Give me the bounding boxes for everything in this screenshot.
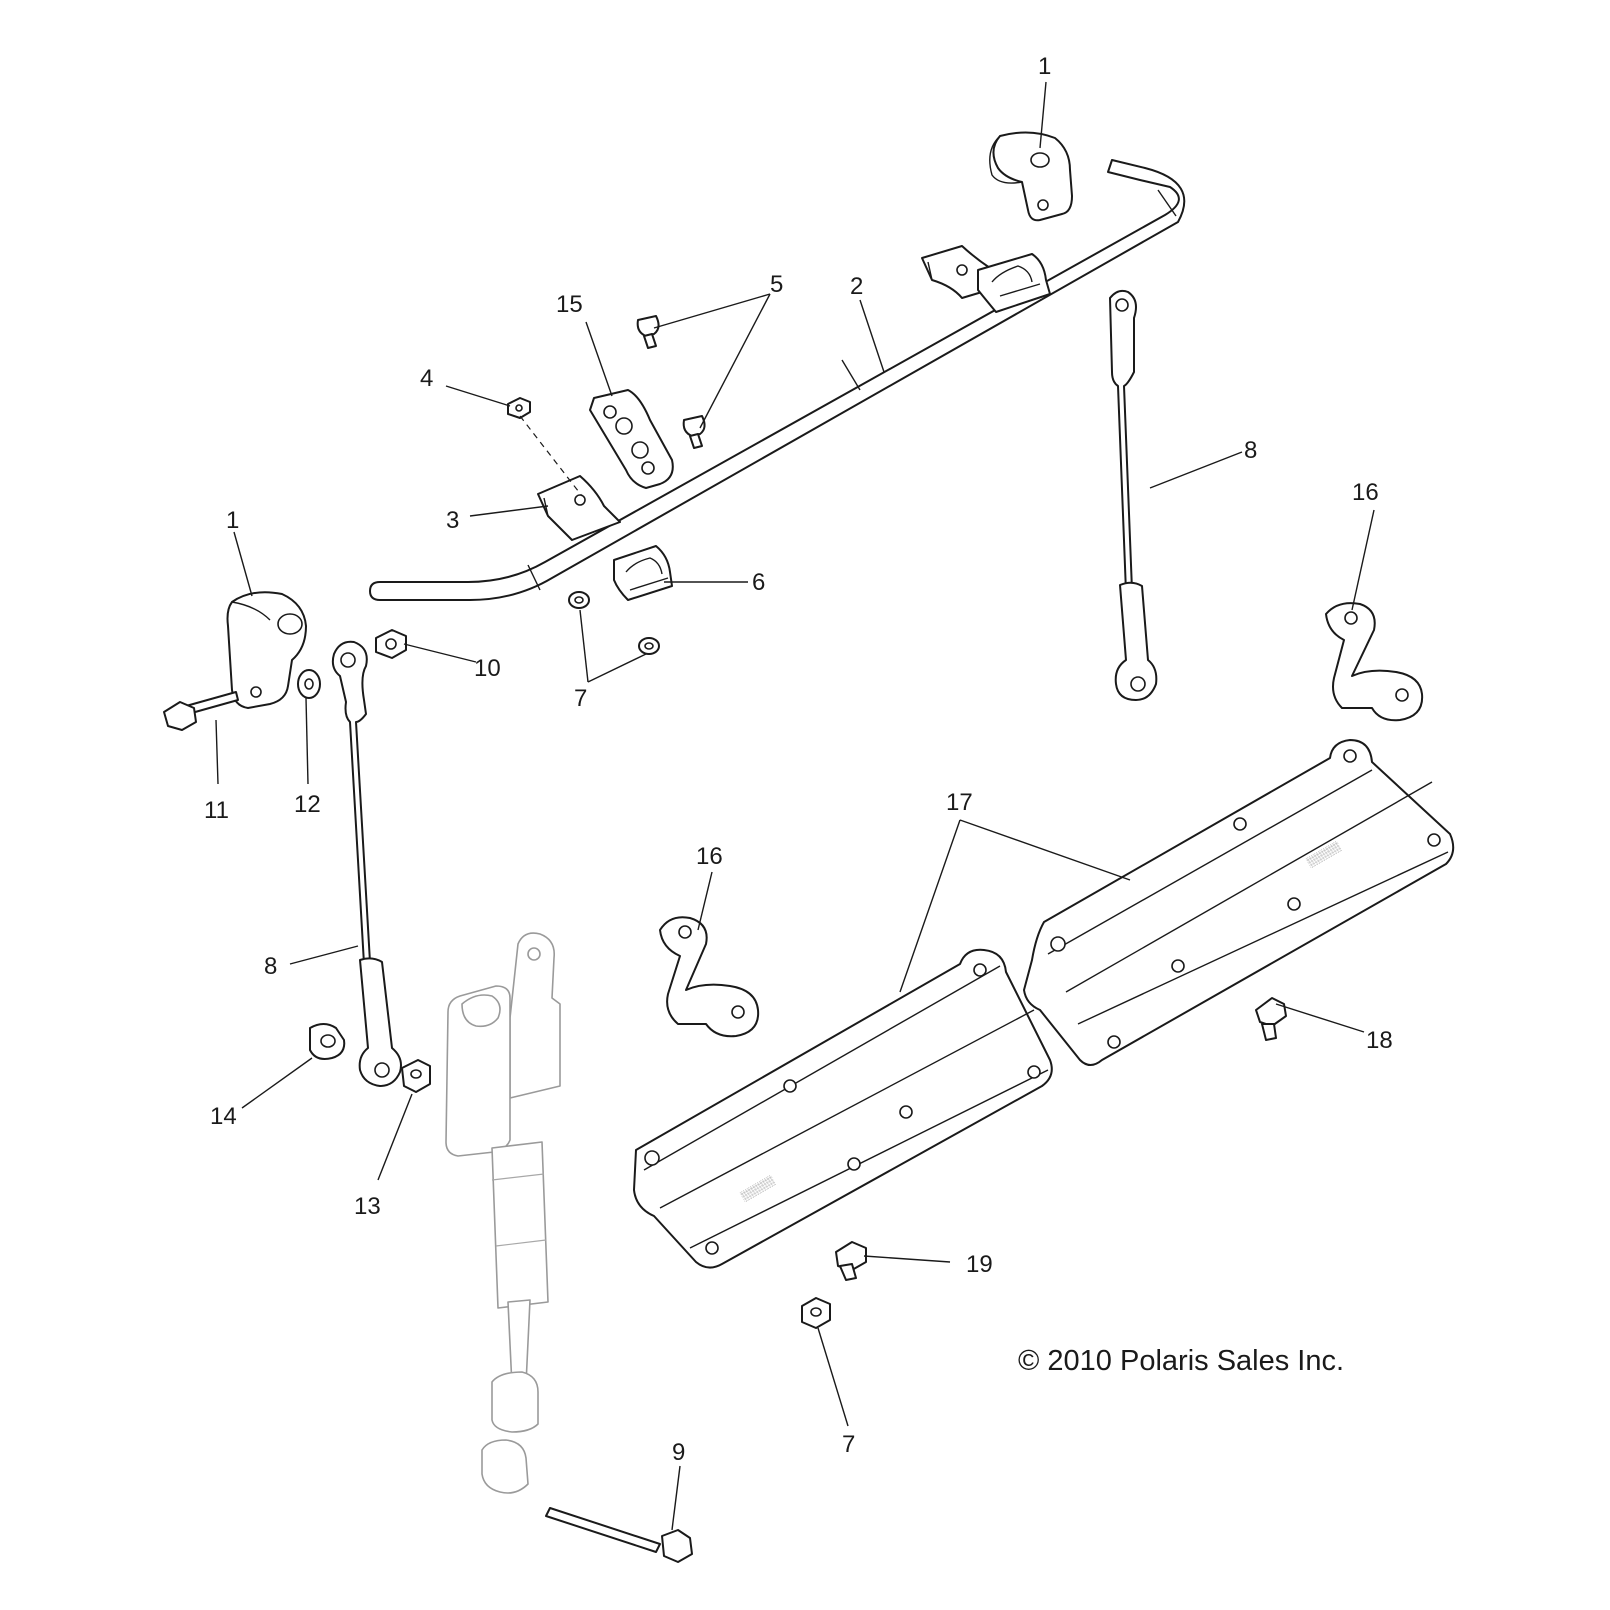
screw-19 [835,1241,867,1281]
callouts: 1 2 5 15 4 3 1 6 10 7 8 16 11 12 17 16 8… [204,53,1393,1466]
callout-14: 14 [210,1103,237,1130]
clamp-15 [589,389,674,489]
bracket-16-right [1325,602,1424,722]
spacer-13 [401,1059,431,1093]
leader-lines [215,81,1375,1531]
callout-12: 12 [294,791,321,818]
callout-13: 13 [354,1193,381,1220]
bolt-9 [545,1507,693,1563]
nut-4 [507,397,531,419]
washer-7a [568,591,590,609]
washer-12 [297,669,321,699]
clamp-right [977,253,1051,313]
callout-10: 10 [474,655,501,682]
callout-1-left: 1 [226,507,239,534]
screw-5a [636,315,660,349]
rail-17-upper: ░░░░░░ [1023,739,1455,1066]
bushing-left [226,591,307,709]
stabilizer-bar [369,159,1186,601]
nut-7-lower [801,1297,831,1329]
bracket-16-mid [659,916,760,1038]
screw-5b [682,415,706,449]
nut-14 [309,1023,346,1060]
callout-6: 6 [752,569,765,596]
link-rod-right [1109,289,1158,701]
bushing-top [989,131,1073,222]
callout-15: 15 [556,291,583,318]
callout-16-right: 16 [1352,479,1379,506]
callout-17: 17 [946,789,973,816]
callout-3: 3 [446,507,459,534]
link-rod-left [331,640,402,1087]
callout-7-upper: 7 [574,685,587,712]
screw-18 [1255,997,1287,1041]
callout-8-right: 8 [1244,437,1257,464]
callout-5: 5 [770,271,783,298]
clamp-6 [613,545,673,601]
washer-7b [638,637,660,655]
bolt-11 [163,691,239,731]
callout-16-mid: 16 [696,843,723,870]
callout-19: 19 [966,1251,993,1278]
callout-11: 11 [204,797,229,824]
callout-2: 2 [850,273,863,300]
nut-10 [375,629,407,659]
rail-17-lower: ░░░░░░ [633,948,1053,1269]
callout-4: 4 [420,365,433,392]
callout-1-top: 1 [1038,53,1051,80]
callout-8-left: 8 [264,953,277,980]
shock-absorber [445,932,561,1494]
callout-18: 18 [1366,1027,1393,1054]
copyright-notice: © 2010 Polaris Sales Inc. [1018,1345,1344,1377]
callout-7-lower: 7 [842,1431,855,1458]
saddle-bracket-3 [537,475,621,541]
callout-9: 9 [672,1439,685,1466]
